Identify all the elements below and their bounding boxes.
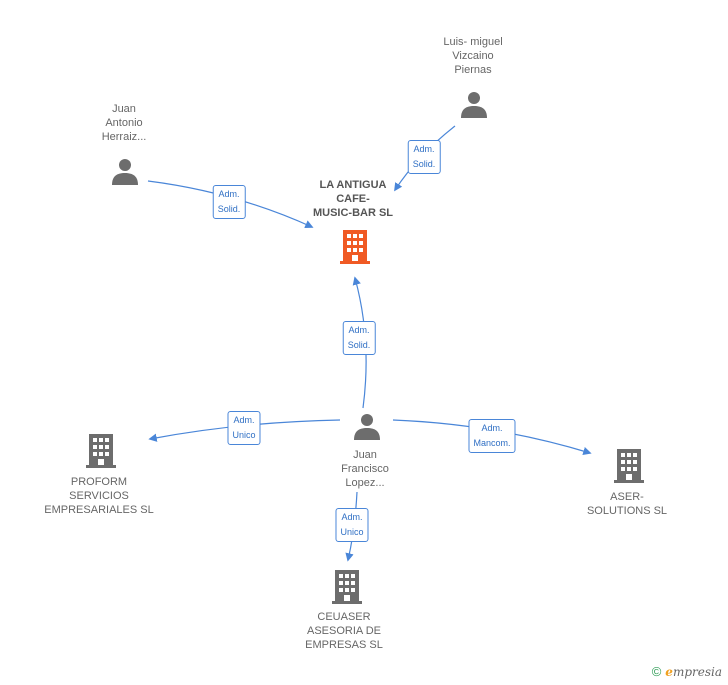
company-label-aser[interactable]: ASER- SOLUTIONS SL bbox=[586, 491, 668, 517]
building-icon[interactable] bbox=[332, 570, 362, 604]
edge-label-juan-francisco-ceuaser[interactable]: Adm. Unico bbox=[335, 508, 369, 542]
building-icon[interactable] bbox=[340, 230, 370, 264]
person-icon[interactable] bbox=[112, 159, 138, 185]
edge-label-juan-francisco-target[interactable]: Adm. Solid. bbox=[342, 321, 376, 355]
edge-label-juan-francisco-aser[interactable]: Adm. Mancom. bbox=[468, 419, 516, 453]
person-label-juan-antonio[interactable]: Juan Antonio Herraiz... bbox=[101, 103, 147, 143]
target-company-label[interactable]: LA ANTIGUA CAFE- MUSIC-BAR SL bbox=[312, 179, 394, 219]
building-icon[interactable] bbox=[86, 434, 116, 468]
person-label-juan-francisco[interactable]: Juan Francisco Lopez... bbox=[341, 449, 389, 489]
company-label-proform[interactable]: PROFORM SERVICIOS EMPRESARIALES SL bbox=[44, 476, 154, 516]
copyright-icon: © bbox=[651, 664, 662, 679]
building-icon[interactable] bbox=[614, 449, 644, 483]
brand-logo[interactable]: empresia bbox=[665, 664, 722, 679]
edge-label-juan-francisco-proform[interactable]: Adm. Unico bbox=[227, 411, 261, 445]
edge-label-juan-antonio-target[interactable]: Adm. Solid. bbox=[212, 185, 246, 219]
person-icon[interactable] bbox=[354, 414, 380, 440]
company-label-ceuaser[interactable]: CEUASER ASESORIA DE EMPRESAS SL bbox=[305, 611, 383, 651]
edge-label-luis-target[interactable]: Adm. Solid. bbox=[407, 140, 441, 174]
person-label-luis[interactable]: Luis- miguel Vizcaino Piernas bbox=[443, 36, 503, 76]
person-icon[interactable] bbox=[461, 92, 487, 118]
footer-brand: © empresia bbox=[652, 664, 722, 679]
